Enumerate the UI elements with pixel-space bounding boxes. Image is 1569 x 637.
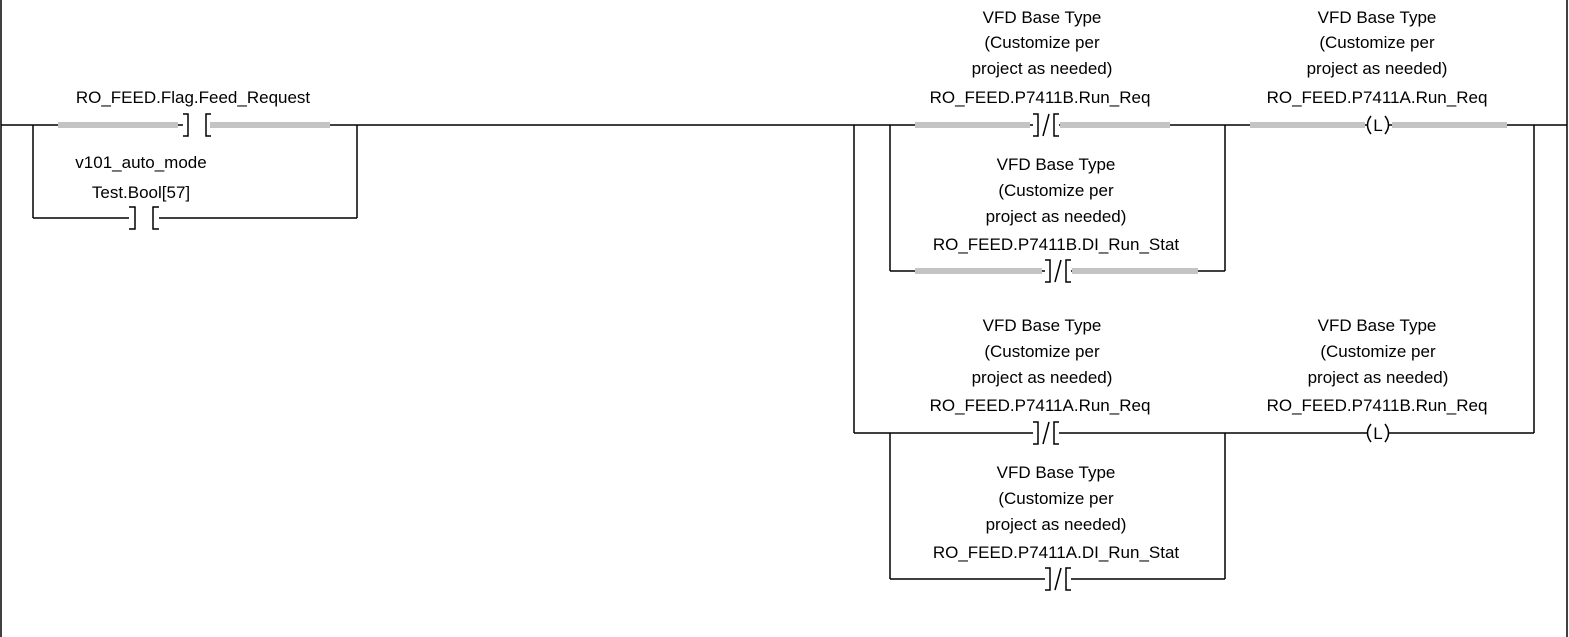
contact-description-line-3: project as needed) (972, 59, 1113, 78)
contact-description-line-3: project as needed) (986, 207, 1127, 226)
highlight-bars (58, 122, 1507, 274)
coil-description-line-3: project as needed) (1308, 368, 1449, 387)
coil-symbol-label: L (1373, 116, 1382, 135)
contact-tag-label: RO_FEED.Flag.Feed_Request (76, 88, 311, 107)
coil-description-line-1: VFD Base Type (1318, 8, 1437, 27)
contact-description: v101_auto_mode (75, 153, 206, 172)
contact-description-line-2: (Customize per (984, 33, 1100, 52)
contact-description-line-1: VFD Base Type (983, 8, 1102, 27)
coil-description-line-3: project as needed) (1307, 59, 1448, 78)
coil-p7411b-run-req-latch[interactable]: L VFD Base Type (Customize per project a… (1267, 316, 1488, 443)
contact-tag-label: RO_FEED.P7411B.Run_Req (930, 88, 1151, 107)
coil-tag-label: RO_FEED.P7411A.Run_Req (1267, 88, 1488, 107)
contact-tag-label: RO_FEED.P7411A.Run_Req (930, 396, 1151, 415)
contact-p7411a-run-req-xio[interactable]: VFD Base Type (Customize per project as … (930, 316, 1151, 445)
contact-feed-request[interactable]: RO_FEED.Flag.Feed_Request (76, 88, 311, 137)
coil-p7411a-run-req-latch[interactable]: L VFD Base Type (Customize per project a… (1267, 8, 1488, 135)
contact-p7411b-run-req-xio[interactable]: VFD Base Type (Customize per project as … (930, 8, 1151, 137)
contact-tag-label: Test.Bool[57] (92, 183, 190, 202)
coil-symbol-label: L (1373, 424, 1382, 443)
contact-description-line-1: VFD Base Type (997, 155, 1116, 174)
contact-description-line-2: (Customize per (984, 342, 1100, 361)
contact-description-line-1: VFD Base Type (997, 463, 1116, 482)
contact-description-line-3: project as needed) (986, 515, 1127, 534)
contact-v101-auto-mode[interactable]: v101_auto_mode Test.Bool[57] (75, 153, 207, 230)
contact-description-line-1: VFD Base Type (983, 316, 1102, 335)
contact-tag-label: RO_FEED.P7411B.DI_Run_Stat (933, 235, 1180, 254)
contact-p7411b-di-run-stat[interactable]: VFD Base Type (Customize per project as … (933, 155, 1180, 283)
contact-description-line-3: project as needed) (972, 368, 1113, 387)
coil-description-line-2: (Customize per (1320, 342, 1436, 361)
coil-description-line-2: (Customize per (1319, 33, 1435, 52)
coil-tag-label: RO_FEED.P7411B.Run_Req (1267, 396, 1488, 415)
contact-p7411a-di-run-stat[interactable]: VFD Base Type (Customize per project as … (933, 463, 1180, 591)
coil-description-line-1: VFD Base Type (1318, 316, 1437, 335)
contact-description-line-2: (Customize per (998, 489, 1114, 508)
contact-tag-label: RO_FEED.P7411A.DI_Run_Stat (933, 543, 1180, 562)
contact-description-line-2: (Customize per (998, 181, 1114, 200)
